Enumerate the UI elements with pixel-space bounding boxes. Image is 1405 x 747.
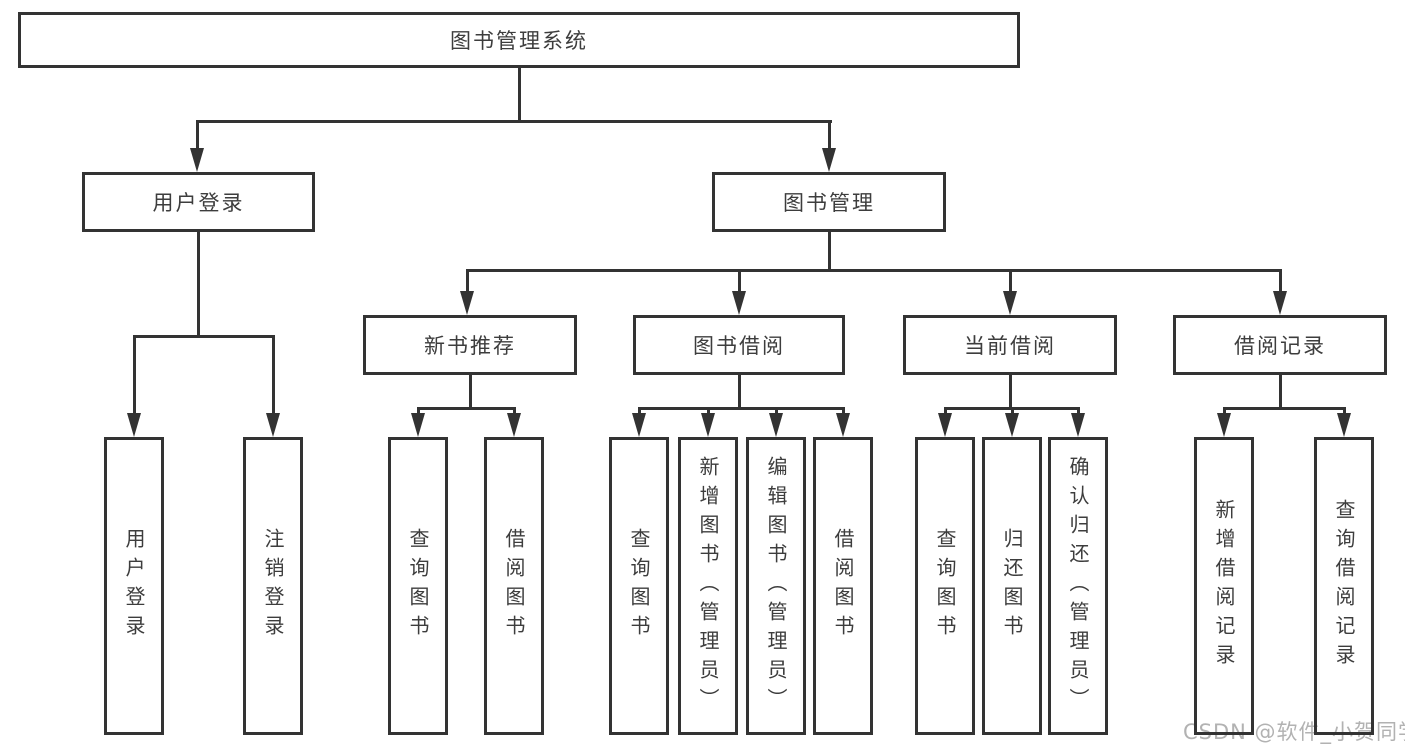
arrow-down-icon — [127, 413, 141, 437]
arrow-down-icon — [460, 291, 474, 315]
connector-line — [1077, 407, 1080, 417]
leaf-confirm-return-label: 确认归还（管理员） — [1066, 455, 1090, 717]
node-book-mgmt-label: 图书管理 — [783, 191, 875, 215]
connector-line — [828, 120, 831, 152]
connector-line — [417, 407, 420, 417]
arrow-down-icon — [1003, 291, 1017, 315]
connector-line — [133, 335, 136, 417]
connector-line — [196, 120, 832, 123]
connector-line — [197, 232, 200, 338]
leaf-edit-book: 编辑图书（管理员） — [746, 437, 806, 735]
connector-line — [842, 407, 845, 417]
node-book-borrow-label: 图书借阅 — [693, 334, 785, 358]
connector-line — [133, 335, 275, 338]
leaf-borrow-book-rec: 借阅图书 — [484, 437, 544, 735]
leaf-add-book: 新增图书（管理员） — [678, 437, 738, 735]
leaf-user-login: 用户登录 — [104, 437, 164, 735]
arrow-down-icon — [701, 413, 715, 437]
node-book-mgmt: 图书管理 — [712, 172, 946, 232]
connector-line — [775, 407, 778, 417]
leaf-user-login-label: 用户登录 — [122, 528, 146, 644]
leaf-query-book-rec: 查询图书 — [388, 437, 448, 735]
node-root: 图书管理系统 — [18, 12, 1020, 68]
arrow-down-icon — [1337, 413, 1351, 437]
connector-line — [1223, 407, 1226, 417]
connector-line — [1011, 407, 1014, 417]
connector-line — [417, 407, 515, 410]
connector-line — [466, 269, 469, 295]
leaf-query-record-label: 查询借阅记录 — [1332, 499, 1356, 673]
connector-line — [469, 375, 472, 410]
leaf-return-book-label: 归还图书 — [1000, 528, 1024, 644]
connector-line — [638, 407, 844, 410]
leaf-add-record-label: 新增借阅记录 — [1212, 499, 1236, 673]
arrow-down-icon — [836, 413, 850, 437]
node-user-login: 用户登录 — [82, 172, 315, 232]
connector-line — [513, 407, 516, 417]
arrow-down-icon — [769, 413, 783, 437]
leaf-query-record: 查询借阅记录 — [1314, 437, 1374, 735]
leaf-confirm-return: 确认归还（管理员） — [1048, 437, 1108, 735]
leaf-return-book: 归还图书 — [982, 437, 1042, 735]
leaf-query-book-borrow: 查询图书 — [609, 437, 669, 735]
arrow-down-icon — [411, 413, 425, 437]
arrow-down-icon — [507, 413, 521, 437]
arrow-down-icon — [732, 291, 746, 315]
connector-line — [1223, 407, 1345, 410]
connector-line — [828, 232, 831, 272]
connector-line — [707, 407, 710, 417]
arrow-down-icon — [938, 413, 952, 437]
node-user-login-label: 用户登录 — [152, 191, 245, 215]
arrow-down-icon — [1217, 413, 1231, 437]
arrow-down-icon — [632, 413, 646, 437]
connector-line — [738, 269, 741, 295]
node-current-borrow: 当前借阅 — [903, 315, 1117, 375]
leaf-add-record: 新增借阅记录 — [1194, 437, 1254, 735]
node-new-book-rec: 新书推荐 — [363, 315, 577, 375]
connector-line — [1009, 375, 1012, 410]
connector-line — [944, 407, 947, 417]
leaf-add-book-label: 新增图书（管理员） — [696, 455, 720, 717]
arrow-down-icon — [190, 148, 204, 172]
node-borrow-record: 借阅记录 — [1173, 315, 1387, 375]
connector-line — [272, 335, 275, 417]
leaf-borrow-book-borrow-label: 借阅图书 — [831, 528, 855, 644]
connector-line — [1343, 407, 1346, 417]
node-current-borrow-label: 当前借阅 — [964, 334, 1056, 358]
leaf-logout: 注销登录 — [243, 437, 303, 735]
arrow-down-icon — [1071, 413, 1085, 437]
leaf-borrow-book-rec-label: 借阅图书 — [502, 528, 526, 644]
arrow-down-icon — [1005, 413, 1019, 437]
node-new-book-rec-label: 新书推荐 — [424, 334, 516, 358]
node-root-label: 图书管理系统 — [450, 29, 588, 53]
arrow-down-icon — [1273, 291, 1287, 315]
arrow-down-icon — [266, 413, 280, 437]
connector-line — [1279, 269, 1282, 295]
connector-line — [638, 407, 641, 417]
leaf-query-book-rec-label: 查询图书 — [406, 528, 430, 644]
arrow-down-icon — [822, 148, 836, 172]
connector-line — [196, 120, 199, 152]
leaf-query-book-borrow-label: 查询图书 — [627, 528, 651, 644]
leaf-query-book-current: 查询图书 — [915, 437, 975, 735]
connector-line — [518, 68, 521, 123]
watermark: CSDN @软件_小贺同学 — [1183, 720, 1405, 744]
node-book-borrow: 图书借阅 — [633, 315, 845, 375]
connector-line — [738, 375, 741, 410]
leaf-borrow-book-borrow: 借阅图书 — [813, 437, 873, 735]
leaf-edit-book-label: 编辑图书（管理员） — [764, 455, 788, 717]
leaf-query-book-current-label: 查询图书 — [933, 528, 957, 644]
connector-line — [466, 269, 1282, 272]
connector-line — [1009, 269, 1012, 295]
node-borrow-record-label: 借阅记录 — [1234, 334, 1326, 358]
leaf-logout-label: 注销登录 — [261, 528, 285, 644]
connector-line — [1279, 375, 1282, 410]
